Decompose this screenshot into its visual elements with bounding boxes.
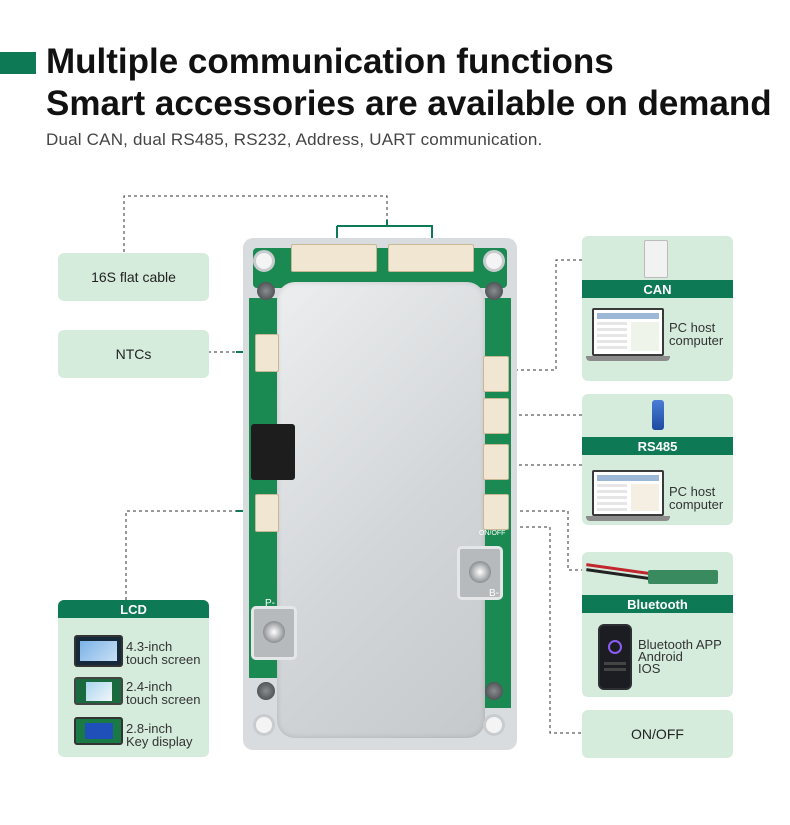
bluetooth-module-image	[586, 560, 726, 588]
lcd-28-image	[74, 717, 123, 745]
lcd-card: LCD 4.3-inch touch screen 2.4-inch touch…	[58, 600, 209, 757]
rs485-pc-line1: PC host	[669, 484, 716, 499]
lcd-28-line1: 2.8-inch	[126, 721, 173, 736]
bluetooth-card: Bluetooth Bluetooth APP Android IOS	[582, 552, 733, 697]
can-laptop-base	[586, 356, 670, 361]
lcd-24-line1: 2.4-inch	[126, 679, 173, 694]
can-card-title: CAN	[582, 280, 733, 298]
bms-board: ON/OFF P- B-	[243, 238, 517, 750]
lcd-24-image	[74, 677, 123, 705]
can-card: CAN PC host computer	[582, 236, 733, 381]
lcd-43-image	[74, 635, 123, 667]
bluetooth-card-title: Bluetooth	[582, 595, 733, 613]
board-onoff-silk: ON/OFF	[479, 530, 506, 537]
lcd-24-line2: touch screen	[126, 692, 201, 707]
rs485-laptop-base	[586, 516, 670, 521]
rs485-card-title: RS485	[582, 437, 733, 455]
bluetooth-app-line1: Bluetooth APP	[638, 637, 722, 652]
board-b-minus-silk: B-	[489, 588, 499, 599]
page-title-line2: Smart accessories are available on deman…	[46, 84, 772, 123]
ntcs-label: NTCs	[58, 330, 209, 378]
bluetooth-phone-image	[598, 624, 632, 690]
lcd-43-line1: 4.3-inch	[126, 639, 173, 654]
lcd-43-line2: touch screen	[126, 652, 201, 667]
page-subtitle: Dual CAN, dual RS485, RS232, Address, UA…	[46, 130, 543, 149]
onoff-label: ON/OFF	[582, 710, 733, 758]
lcd-28-line2: Key display	[126, 734, 193, 749]
page-title-line1: Multiple communication functions	[46, 42, 614, 81]
rs485-laptop-image	[592, 470, 664, 516]
can-pc-line2: computer	[669, 333, 724, 348]
can-laptop-image	[592, 308, 664, 356]
can-adapter-image	[644, 240, 668, 278]
rs485-pc-line2: computer	[669, 497, 724, 512]
rs485-adapter-image	[652, 400, 664, 430]
lcd-card-title: LCD	[58, 600, 209, 618]
title-accent-bar	[0, 52, 36, 74]
board-p-minus-silk: P-	[265, 598, 275, 609]
flat-cable-label: 16S flat cable	[58, 253, 209, 301]
bluetooth-app-line2: Android	[638, 649, 683, 664]
bluetooth-app-line3: IOS	[638, 661, 661, 676]
can-pc-line1: PC host	[669, 320, 716, 335]
rs485-card: RS485 PC host computer	[582, 394, 733, 525]
